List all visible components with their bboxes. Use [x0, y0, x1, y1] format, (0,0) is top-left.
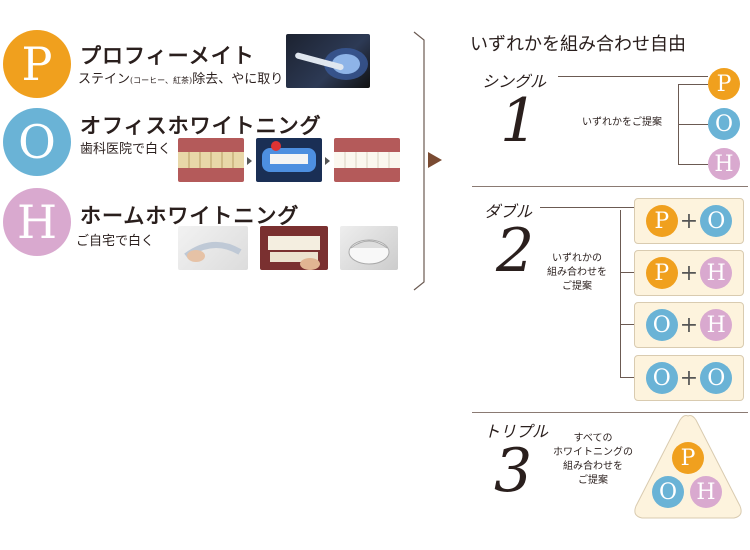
bracket-arrow-icon [413, 31, 442, 291]
single-connector [558, 76, 708, 77]
prophy-device-image [286, 34, 370, 88]
o-badge-icon: O [652, 476, 684, 508]
o-badge-icon: O [700, 205, 733, 237]
p-badge-icon: P [708, 68, 740, 100]
plus-sign: + [679, 312, 699, 338]
single-note: いずれかをご提案 [582, 117, 662, 128]
double-connector [540, 207, 634, 208]
single-branch [678, 124, 708, 125]
single-label: シングル [482, 72, 547, 91]
o-badge-icon: O [645, 309, 678, 341]
plus-sign: + [679, 260, 699, 286]
double-number: 2 [496, 216, 535, 286]
p-badge-icon: P [645, 257, 678, 289]
p-badge-icon: P [645, 205, 678, 237]
pair-box-oo: O + O [634, 355, 744, 401]
home-title: ホームホワイトニング [80, 203, 300, 228]
office-title: オフィスホワイトニング [80, 113, 322, 138]
teeth-before-image [178, 138, 244, 182]
plus-sign: + [679, 208, 699, 234]
section-divider [472, 186, 748, 187]
double-label: ダブル [484, 202, 533, 221]
triple-note: すべてのホワイトニングの組み合わせをご提案 [553, 433, 633, 486]
teeth-after-image [334, 138, 400, 182]
teeth-treatment-image [256, 138, 322, 182]
o-badge-icon: O [645, 362, 678, 394]
single-number: 1 [500, 86, 539, 156]
plus-sign: + [679, 365, 699, 391]
section-divider [472, 412, 748, 413]
h-circle-icon: H [3, 188, 71, 256]
home-desc: ご自宅で白く [76, 234, 155, 249]
tray-wearing-image [260, 226, 328, 270]
step-arrow-icon [325, 157, 330, 165]
step-arrow-icon [247, 157, 252, 165]
double-tree-line [620, 210, 621, 378]
pair-box-ph: P + H [634, 250, 744, 296]
double-branch [620, 324, 634, 325]
double-branch [620, 377, 634, 378]
double-branch [620, 272, 634, 273]
p-circle-icon: P [3, 30, 71, 98]
single-branch [678, 164, 708, 165]
p-badge-icon: P [672, 442, 704, 474]
pair-box-oh: O + H [634, 302, 744, 348]
o-badge-icon: O [708, 108, 740, 140]
proph-title: プロフィーメイト [80, 43, 255, 68]
triple-number: 3 [494, 436, 533, 506]
tray-image [178, 226, 248, 270]
single-branch [678, 84, 708, 85]
h-badge-icon: H [700, 309, 733, 341]
office-desc: 歯科医院で白く [80, 142, 172, 157]
pair-box-po: P + O [634, 198, 744, 244]
double-note: いずれかの組み合わせをご提案 [547, 253, 607, 292]
h-badge-icon: H [700, 257, 733, 289]
o-circle-icon: O [3, 108, 71, 176]
h-badge-icon: H [708, 148, 740, 180]
proph-desc: ステイン(コーヒー、紅茶)除去、やに取り [78, 72, 284, 87]
o-badge-icon: O [700, 362, 733, 394]
combination-heading: いずれかを組み合わせ自由 [470, 34, 686, 55]
h-badge-icon: H [690, 476, 722, 508]
tray-case-image [340, 226, 398, 270]
triple-label: トリプル [484, 422, 549, 441]
